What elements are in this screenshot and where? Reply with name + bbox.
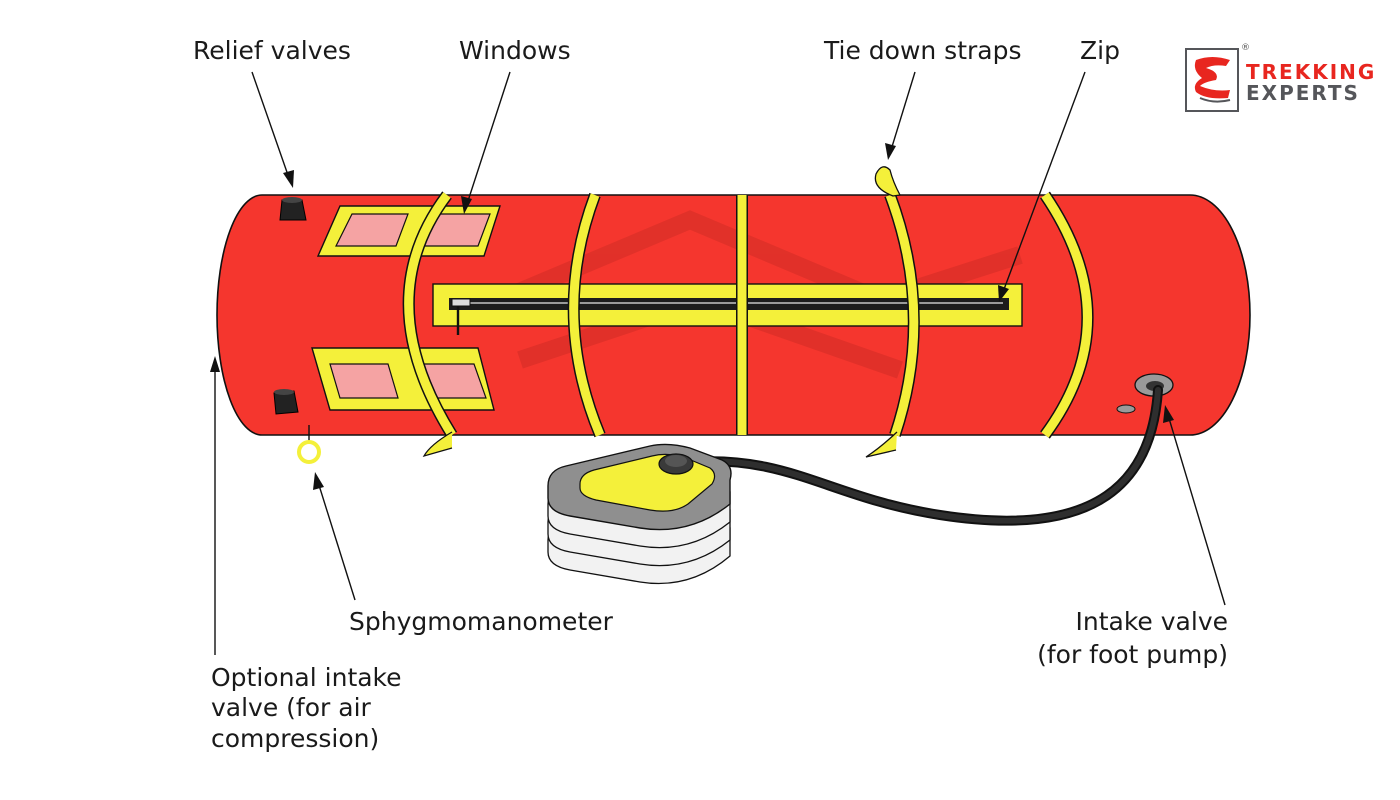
logo-text-line1: TREKKING	[1246, 60, 1376, 84]
leader-lines	[210, 71, 1226, 655]
small-port	[1116, 404, 1136, 414]
label-optional-intake-line3: compression)	[211, 724, 379, 753]
label-zip: Zip	[1080, 36, 1120, 65]
portable-hyperbaric-bag	[216, 166, 1251, 464]
label-sphygmomanometer: Sphygmomanometer	[349, 607, 614, 636]
zip	[432, 283, 1023, 335]
label-relief-valves: Relief valves	[193, 36, 351, 65]
label-intake-valve-line2: (for foot pump)	[1037, 640, 1228, 669]
tie-down-straps	[402, 166, 1094, 458]
label-intake-valve-line1: Intake valve	[1076, 607, 1229, 636]
relief-valve	[279, 199, 307, 221]
label-optional-intake-line2: valve (for air	[211, 693, 372, 722]
zip-pull	[451, 298, 471, 307]
label-optional-intake-line1: Optional intake	[211, 663, 402, 692]
foot-pump	[547, 443, 732, 585]
sphygmomanometer	[297, 425, 321, 464]
strap-tail	[422, 431, 453, 458]
strap-loop-top	[874, 166, 902, 197]
window-pane	[335, 213, 409, 247]
relief-valves	[273, 197, 307, 415]
window-pane	[329, 363, 399, 399]
strap-tail	[865, 431, 898, 458]
label-windows: Windows	[459, 36, 571, 65]
logo-text-line2: EXPERTS	[1246, 81, 1360, 105]
labels: Relief valves Windows Tie down straps Zi…	[193, 36, 1228, 753]
trekking-experts-logo: TREKKING EXPERTS ®	[1185, 43, 1376, 112]
logo-mark-icon	[1194, 57, 1230, 99]
logo-registered-mark: ®	[1241, 43, 1250, 53]
label-tie-down-straps: Tie down straps	[823, 36, 1022, 65]
